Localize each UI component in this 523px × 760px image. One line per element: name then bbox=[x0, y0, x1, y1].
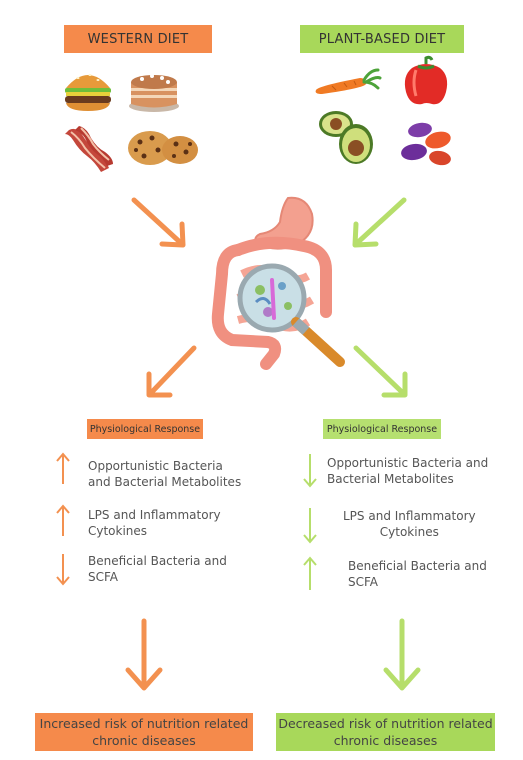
burger-icon bbox=[65, 74, 111, 111]
plant-item-2-text: LPS and Inflammatory Cytokines bbox=[343, 509, 476, 539]
western-item-2-up-arrow-icon bbox=[56, 504, 70, 536]
gut-to-plant-response-arrow bbox=[353, 345, 408, 398]
western-item-3-down-arrow-icon bbox=[56, 554, 70, 586]
cookies-icon bbox=[128, 131, 198, 165]
western-diet-title: WESTERN DIET bbox=[64, 25, 212, 53]
plant-item-1-down-arrow-icon bbox=[303, 454, 317, 488]
plant-outcome-arrow bbox=[383, 618, 421, 691]
western-outcome-box: Increased risk of nutrition related chro… bbox=[35, 713, 253, 751]
plant-response-title: Physiological Response bbox=[323, 419, 441, 439]
carrot-icon bbox=[315, 68, 382, 94]
cake-icon bbox=[129, 74, 179, 112]
western-item-3-text: Beneficial Bacteria and SCFA bbox=[88, 554, 227, 584]
plant-based-diet-title: PLANT-BASED DIET bbox=[300, 25, 464, 53]
plant-outcome-box: Decreased risk of nutrition related chro… bbox=[276, 713, 495, 751]
western-item-1-text: Opportunistic Bacteria and Bacterial Met… bbox=[88, 459, 242, 489]
western-item-1-up-arrow-icon bbox=[56, 452, 70, 484]
pepper-icon bbox=[404, 55, 448, 105]
plant-item-3-up-arrow-icon bbox=[303, 556, 317, 590]
plant-item-1-text: Opportunistic Bacteria and Bacterial Met… bbox=[327, 456, 489, 486]
plant-item-3-text: Beneficial Bacteria and SCFA bbox=[348, 559, 487, 589]
beans-icon bbox=[401, 122, 451, 166]
western-item-2-text: LPS and Inflammatory Cytokines bbox=[88, 508, 221, 538]
avocado-icon bbox=[319, 111, 373, 164]
plant-to-gut-arrow bbox=[352, 197, 407, 248]
western-outcome-arrow bbox=[125, 618, 163, 691]
gut-microbiome-magnifier-icon bbox=[211, 196, 345, 370]
plant-item-2-down-arrow-icon bbox=[303, 508, 317, 544]
bacon-icon bbox=[65, 126, 113, 172]
western-to-gut-arrow bbox=[131, 197, 186, 248]
gut-to-western-response-arrow bbox=[146, 345, 197, 398]
western-response-title: Physiological Response bbox=[87, 419, 203, 439]
